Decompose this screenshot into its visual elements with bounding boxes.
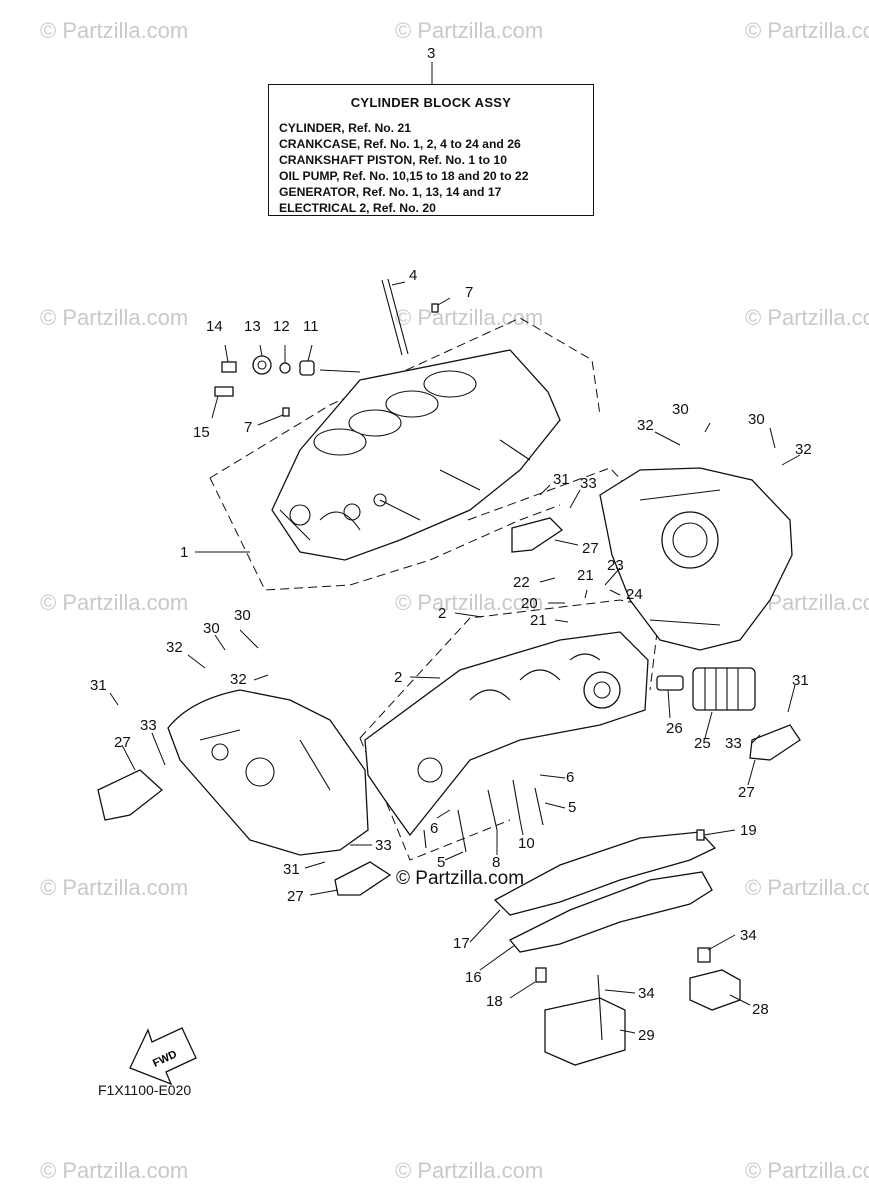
callout-33: 33 xyxy=(725,735,742,752)
callout-23: 23 xyxy=(607,557,624,574)
callout-1: 1 xyxy=(180,544,188,561)
bracket-right[interactable] xyxy=(749,724,801,761)
label-line: CYLINDER, Ref. No. 21 xyxy=(279,121,412,135)
watermark-text: © Partzilla.com xyxy=(40,305,188,330)
stud-bolt[interactable] xyxy=(381,278,409,356)
callout-6: 6 xyxy=(430,820,438,837)
callout-26: 26 xyxy=(666,720,683,737)
callout-27: 27 xyxy=(114,734,131,751)
callout-27: 27 xyxy=(582,540,599,557)
callout-30: 30 xyxy=(748,411,765,428)
callout-32: 32 xyxy=(795,441,812,458)
watermark-text: © Partzilla.com xyxy=(40,875,188,900)
callout-5: 5 xyxy=(568,799,576,816)
callout-10: 10 xyxy=(518,835,535,852)
watermark-text: © Partzilla.com xyxy=(745,18,869,43)
callout-13: 13 xyxy=(244,318,261,335)
fwd-arrow-icon: FWD xyxy=(129,1027,197,1086)
callout-33: 33 xyxy=(580,475,597,492)
callout-32: 32 xyxy=(230,671,247,688)
callout-19: 19 xyxy=(740,822,757,839)
callout-31: 31 xyxy=(553,471,570,488)
label-line: GENERATOR, Ref. No. 1, 13, 14 and 17 xyxy=(279,185,502,199)
watermark-text: © Partzilla.com xyxy=(745,875,869,900)
union-bolt[interactable] xyxy=(656,675,684,691)
watermark-text: © Partzilla.com xyxy=(745,305,869,330)
label-line: ELECTRICAL 2, Ref. No. 20 xyxy=(279,201,436,215)
callout-4: 4 xyxy=(409,267,417,284)
bracket-bottom[interactable] xyxy=(334,861,392,896)
watermark-text: © Partzilla.com xyxy=(40,18,188,43)
callout-2: 2 xyxy=(438,605,446,622)
callout-32: 32 xyxy=(166,639,183,656)
label-line: CRANKCASE, Ref. No. 1, 2, 4 to 24 and 26 xyxy=(279,137,521,151)
callout-7: 7 xyxy=(465,284,473,301)
cylinder-block[interactable] xyxy=(271,349,561,561)
bracket-left[interactable] xyxy=(97,769,164,821)
callout-8: 8 xyxy=(492,854,500,871)
callout-31: 31 xyxy=(792,672,809,689)
callout-32: 32 xyxy=(637,417,654,434)
callout-27: 27 xyxy=(738,784,755,801)
callout-numbers: 3 4 7 14 13 12 11 15 7 32 30 30 32 31 33… xyxy=(90,45,812,1044)
callout-30: 30 xyxy=(203,620,220,637)
callout-31: 31 xyxy=(90,677,107,694)
copyright-center: © Partzilla.com xyxy=(396,868,525,889)
diagram-code: F1X1100-E020 xyxy=(98,1082,192,1098)
label-line: OIL PUMP, Ref. No. 10,15 to 18 and 20 to… xyxy=(279,169,529,183)
callout-5: 5 xyxy=(437,854,445,871)
callout-34: 34 xyxy=(740,927,757,944)
watermark-text: © Partzilla.com xyxy=(745,1158,869,1183)
callout-25: 25 xyxy=(694,735,711,752)
callout-34: 34 xyxy=(638,985,655,1002)
callout-12: 12 xyxy=(273,318,290,335)
label-line: CRANKSHAFT PISTON, Ref. No. 1 to 10 xyxy=(279,153,507,167)
assembly-label-box: CYLINDER BLOCK ASSY CYLINDER, Ref. No. 2… xyxy=(268,84,594,216)
watermark-text: © Partzilla.com xyxy=(395,590,543,615)
callout-11: 11 xyxy=(303,318,319,335)
crankcase[interactable] xyxy=(364,631,649,837)
callout-20: 20 xyxy=(521,595,538,612)
callout-21: 21 xyxy=(530,612,547,629)
leader-lines xyxy=(109,281,801,1034)
watermark-text: © Partzilla.com xyxy=(40,1158,188,1183)
oil-pan-gasket[interactable] xyxy=(493,831,717,916)
callout-21: 21 xyxy=(577,567,594,584)
callout-30: 30 xyxy=(672,401,689,418)
callout-14: 14 xyxy=(206,318,223,335)
callout-16: 16 xyxy=(465,969,482,986)
callout-18: 18 xyxy=(486,993,503,1010)
callout-29: 29 xyxy=(638,1027,655,1044)
watermark-text: © Partzilla.com xyxy=(395,305,543,330)
watermark-text: © Partzilla.com xyxy=(395,18,543,43)
callout-30: 30 xyxy=(234,607,251,624)
callout-24: 24 xyxy=(626,586,643,603)
callout-27: 27 xyxy=(287,888,304,905)
cap-cover[interactable] xyxy=(689,947,741,1011)
callout-33: 33 xyxy=(140,717,157,734)
callout-3: 3 xyxy=(427,45,435,62)
callout-6: 6 xyxy=(566,769,574,786)
fitting-parts-top[interactable] xyxy=(214,303,439,417)
watermark-text: © Partzilla.com xyxy=(395,1158,543,1183)
oil-filter[interactable] xyxy=(692,667,756,711)
callout-22: 22 xyxy=(513,574,530,591)
callout-7: 7 xyxy=(244,419,252,436)
callout-17: 17 xyxy=(453,935,470,952)
left-cover[interactable] xyxy=(167,689,369,856)
electrical-box[interactable] xyxy=(544,974,626,1066)
watermark-text: © Partzilla.com xyxy=(40,590,188,615)
callout-33: 33 xyxy=(375,837,392,854)
callout-31: 31 xyxy=(283,861,300,878)
callout-2: 2 xyxy=(394,669,402,686)
fasteners-lower[interactable] xyxy=(423,779,705,983)
bracket-mid[interactable] xyxy=(511,517,564,553)
callout-28: 28 xyxy=(752,1001,769,1018)
oil-strainer-plate[interactable] xyxy=(508,871,713,953)
right-cover[interactable] xyxy=(599,467,793,651)
label-title: CYLINDER BLOCK ASSY xyxy=(350,95,512,110)
callout-15: 15 xyxy=(193,424,210,441)
